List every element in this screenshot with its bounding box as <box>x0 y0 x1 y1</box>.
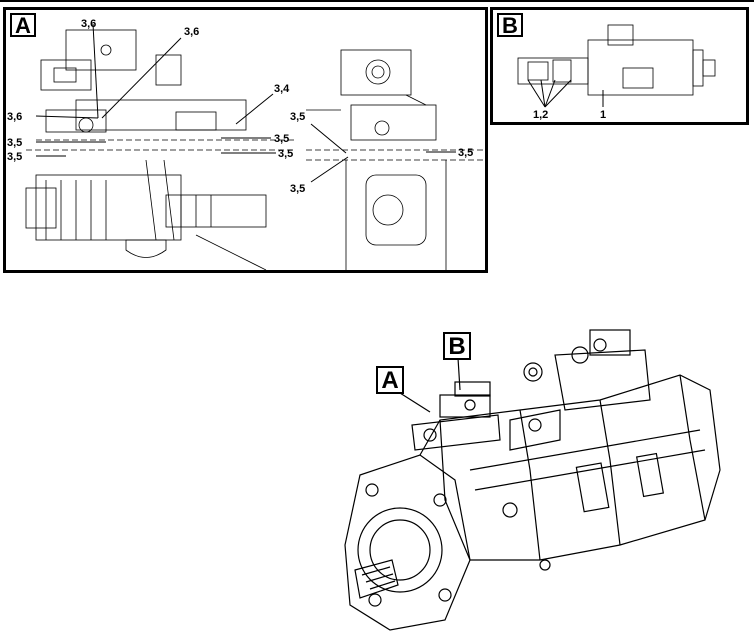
regulator-b <box>554 349 651 411</box>
label-3-5-left-upper: 3,5 <box>7 137 22 149</box>
pump-shaft <box>165 194 267 228</box>
top-rule <box>0 0 754 2</box>
detail-panel-b: B 1,2 1 <box>490 7 749 125</box>
lifting-eye <box>523 362 543 382</box>
solenoid-valve-body <box>587 39 694 96</box>
regulator-a <box>411 414 501 451</box>
panel-a-drawing: 3,6 3,6 3,6 3,4 3,5 3,5 3,5 3,5 3,5 3,5 … <box>7 18 485 270</box>
front-flange <box>344 454 471 631</box>
label-3-5-end-right: 3,5 <box>458 147 473 159</box>
regulator-body <box>65 29 137 71</box>
label-3-6-left: 3,6 <box>7 111 22 123</box>
callout-b: B <box>443 332 471 360</box>
callout-a: A <box>376 366 404 394</box>
label-3-5-left-lower: 3,5 <box>7 151 22 163</box>
pump-casing <box>35 174 182 241</box>
label-1: 1 <box>600 109 606 121</box>
label-3-5-end-upper: 3,5 <box>290 111 305 123</box>
detail-panel-a: A <box>3 7 488 273</box>
label-3-6-top: 3,6 <box>81 18 96 30</box>
label-3-4: 3,4 <box>274 83 290 95</box>
valve-block <box>75 99 247 131</box>
panel-a-letter: A <box>10 13 36 37</box>
label-3-6-right: 3,6 <box>184 26 199 38</box>
panel-b-letter: B <box>497 13 523 37</box>
panel-b-drawing: 1,2 1 <box>517 24 716 121</box>
label-1-2: 1,2 <box>533 109 548 121</box>
regulator-end-view <box>340 49 412 96</box>
spline-shaft <box>354 559 399 599</box>
label-3-5-end-lower: 3,5 <box>290 183 305 195</box>
label-3-5-mid-lower: 3,5 <box>278 148 293 160</box>
label-3-5-mid-upper: 3,5 <box>274 133 289 145</box>
